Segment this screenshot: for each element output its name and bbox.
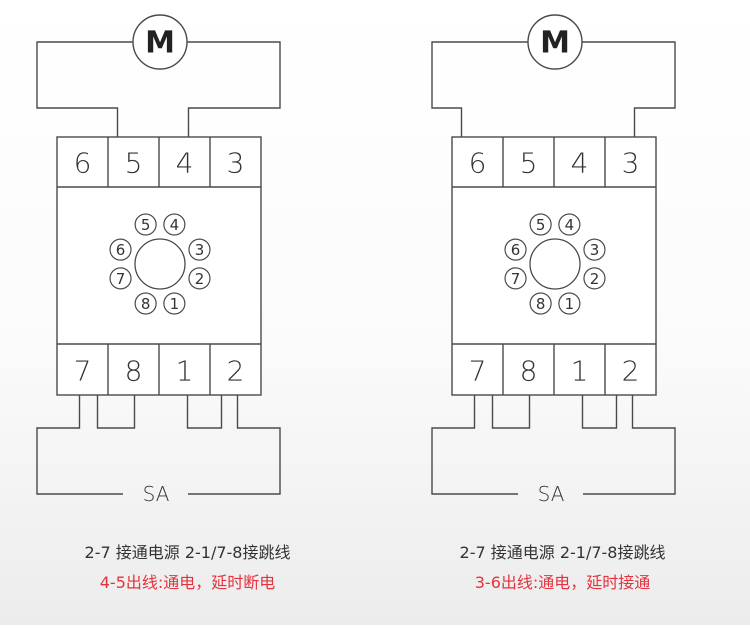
supply-lead-right: [188, 395, 281, 495]
jumper-1-2: [186, 395, 223, 429]
diagram-1-caption-line2: 4-5出线:通电，延时断电: [99, 573, 276, 592]
jumper-7-8: [96, 395, 136, 429]
bottom-terminal-1: 1: [571, 355, 589, 388]
socket-pin-label-2: 2: [590, 270, 600, 288]
socket-center-hole: [529, 238, 581, 290]
top-terminal-3: 3: [227, 147, 245, 180]
motor-lead-right: [582, 41, 676, 137]
socket-pin-label-8: 8: [536, 295, 546, 313]
socket-pin-1: [163, 292, 186, 315]
socket-pin-8: [134, 292, 157, 315]
diagram-2-caption-line2: 3-6出线:通电，延时接通: [474, 573, 651, 592]
top-terminal-5: 5: [125, 147, 143, 180]
top-terminal-5: 5: [520, 147, 538, 180]
diagram-1-caption-line1: 2-7 接通电源 2-1/7-8接跳线: [84, 543, 291, 562]
socket-pin-label-1: 1: [565, 295, 575, 313]
socket-pin-2: [188, 267, 211, 290]
top-terminal-4: 4: [176, 147, 194, 180]
socket-center-hole: [134, 238, 186, 290]
bottom-terminal-2: 2: [227, 355, 245, 388]
socket-pin-4: [163, 213, 186, 236]
socket-pin-label-5: 5: [141, 216, 151, 234]
bottom-terminal-2: 2: [622, 355, 640, 388]
socket-pin-label-5: 5: [536, 216, 546, 234]
top-terminal-3: 3: [622, 147, 640, 180]
switch-label-sa: SA: [143, 482, 170, 506]
socket-pin-6: [109, 238, 132, 261]
bottom-terminal-7: 7: [469, 355, 487, 388]
socket-pin-label-6: 6: [116, 241, 126, 259]
jumper-7-8: [491, 395, 531, 429]
socket-pin-label-3: 3: [590, 241, 600, 259]
socket-pin-8: [529, 292, 552, 315]
bottom-terminal-8: 8: [520, 355, 538, 388]
diagram-2-caption-line1: 2-7 接通电源 2-1/7-8接跳线: [459, 543, 666, 562]
socket-pin-3: [188, 238, 211, 261]
motor-lead-left: [36, 41, 133, 137]
jumper-1-2: [581, 395, 618, 429]
socket-pin-label-1: 1: [170, 295, 180, 313]
top-terminal-6: 6: [469, 147, 487, 180]
socket-pin-2: [583, 267, 606, 290]
motor-lead-left: [431, 41, 528, 137]
socket-pin-label-6: 6: [511, 241, 521, 259]
motor-label: M: [145, 26, 175, 61]
socket-pin-label-4: 4: [565, 216, 575, 234]
socket-pin-4: [558, 213, 581, 236]
motor-label: M: [540, 26, 570, 61]
socket-pin-label-8: 8: [141, 295, 151, 313]
supply-lead-left: [431, 395, 518, 495]
socket-pin-label-4: 4: [170, 216, 180, 234]
top-terminal-6: 6: [74, 147, 92, 180]
supply-lead-left: [36, 395, 123, 495]
socket-pin-5: [134, 213, 157, 236]
socket-pin-7: [504, 267, 527, 290]
socket-pin-label-7: 7: [116, 270, 126, 288]
motor-lead-right: [187, 41, 281, 137]
socket-pin-6: [504, 238, 527, 261]
socket-pin-label-2: 2: [195, 270, 205, 288]
bottom-terminal-1: 1: [176, 355, 194, 388]
switch-label-sa: SA: [538, 482, 565, 506]
socket-pin-7: [109, 267, 132, 290]
socket-pin-label-3: 3: [195, 241, 205, 259]
supply-lead-right: [583, 395, 676, 495]
socket-pin-1: [558, 292, 581, 315]
bottom-terminal-7: 7: [74, 355, 92, 388]
socket-pin-3: [583, 238, 606, 261]
socket-pin-5: [529, 213, 552, 236]
socket-pin-label-7: 7: [511, 270, 521, 288]
bottom-terminal-8: 8: [125, 355, 143, 388]
top-terminal-4: 4: [571, 147, 589, 180]
